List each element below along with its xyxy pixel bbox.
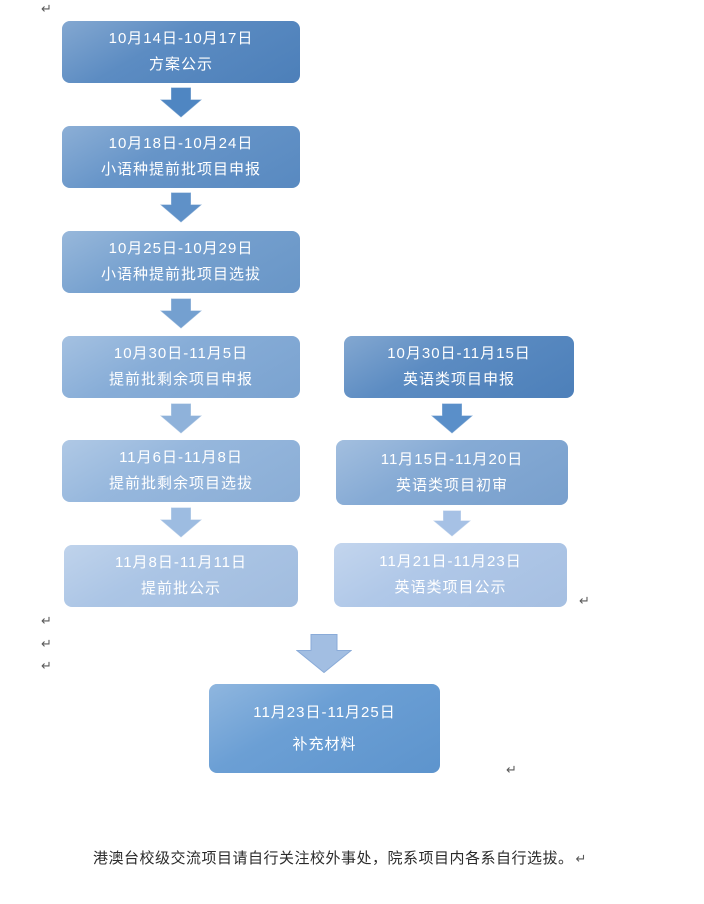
step-date: 10月25日-10月29日: [108, 240, 254, 257]
step-date: 11月21日-11月23日: [379, 553, 522, 570]
step-label: 方案公示: [148, 56, 213, 73]
step-label: 提前批剩余项目选拔: [108, 475, 253, 492]
step-label: 小语种提前批项目申报: [100, 161, 261, 178]
down-arrow-icon: [159, 403, 203, 434]
down-arrow-icon: [159, 507, 203, 538]
step-label: 英语类项目公示: [394, 579, 507, 596]
step-label: 英语类项目申报: [402, 371, 515, 388]
step-early-batch-publicity: 11月8日-11月11日 提前批公示: [64, 545, 298, 607]
paragraph-mark: ↵: [575, 851, 587, 866]
step-date: 11月6日-11月8日: [119, 449, 243, 466]
paragraph-mark: ↵: [41, 658, 52, 673]
step-early-batch-remaining-apply: 10月30日-11月5日 提前批剩余项目申报: [62, 336, 300, 398]
footer-note-text: 港澳台校级交流项目请自行关注校外事处，院系项目内各系自行选拔。: [93, 850, 574, 867]
step-english-publicity: 11月21日-11月23日 英语类项目公示: [334, 543, 567, 607]
step-minor-language-select: 10月25日-10月29日 小语种提前批项目选拔: [62, 231, 300, 293]
down-arrow-icon: [159, 298, 203, 329]
step-date: 11月8日-11月11日: [114, 554, 248, 571]
down-arrow-icon: [430, 403, 474, 434]
step-label: 提前批公示: [140, 580, 221, 597]
step-supplement-materials: 11月23日-11月25日 补充材料: [209, 684, 440, 773]
step-date: 10月14日-10月17日: [108, 30, 254, 47]
footer-note: 港澳台校级交流项目请自行关注校外事处，院系项目内各系自行选拔。↵: [93, 847, 587, 868]
step-date: 10月30日-11月5日: [113, 345, 249, 362]
step-english-review: 11月15日-11月20日 英语类项目初审: [336, 440, 568, 505]
down-arrow-icon: [296, 634, 352, 673]
step-label: 提前批剩余项目申报: [108, 371, 253, 388]
step-english-apply: 10月30日-11月15日 英语类项目申报: [344, 336, 574, 398]
paragraph-mark: ↵: [579, 593, 590, 608]
paragraph-mark: ↵: [41, 613, 52, 628]
step-date: 10月30日-11月15日: [387, 345, 531, 362]
step-label: 补充材料: [292, 735, 357, 753]
step-label: 小语种提前批项目选拔: [100, 266, 261, 283]
step-label: 英语类项目初审: [395, 476, 508, 494]
paragraph-mark: ↵: [506, 762, 517, 777]
step-date: 11月15日-11月20日: [380, 450, 524, 468]
paragraph-mark: ↵: [41, 1, 52, 16]
step-date: 10月18日-10月24日: [108, 135, 254, 152]
down-arrow-icon: [432, 510, 472, 537]
paragraph-mark: ↵: [41, 636, 52, 651]
down-arrow-icon: [159, 87, 203, 118]
step-plan-publicity: 10月14日-10月17日 方案公示: [62, 21, 300, 83]
step-early-batch-remaining-select: 11月6日-11月8日 提前批剩余项目选拔: [62, 440, 300, 502]
step-date: 11月23日-11月25日: [253, 703, 396, 721]
down-arrow-icon: [159, 192, 203, 223]
step-minor-language-apply: 10月18日-10月24日 小语种提前批项目申报: [62, 126, 300, 188]
